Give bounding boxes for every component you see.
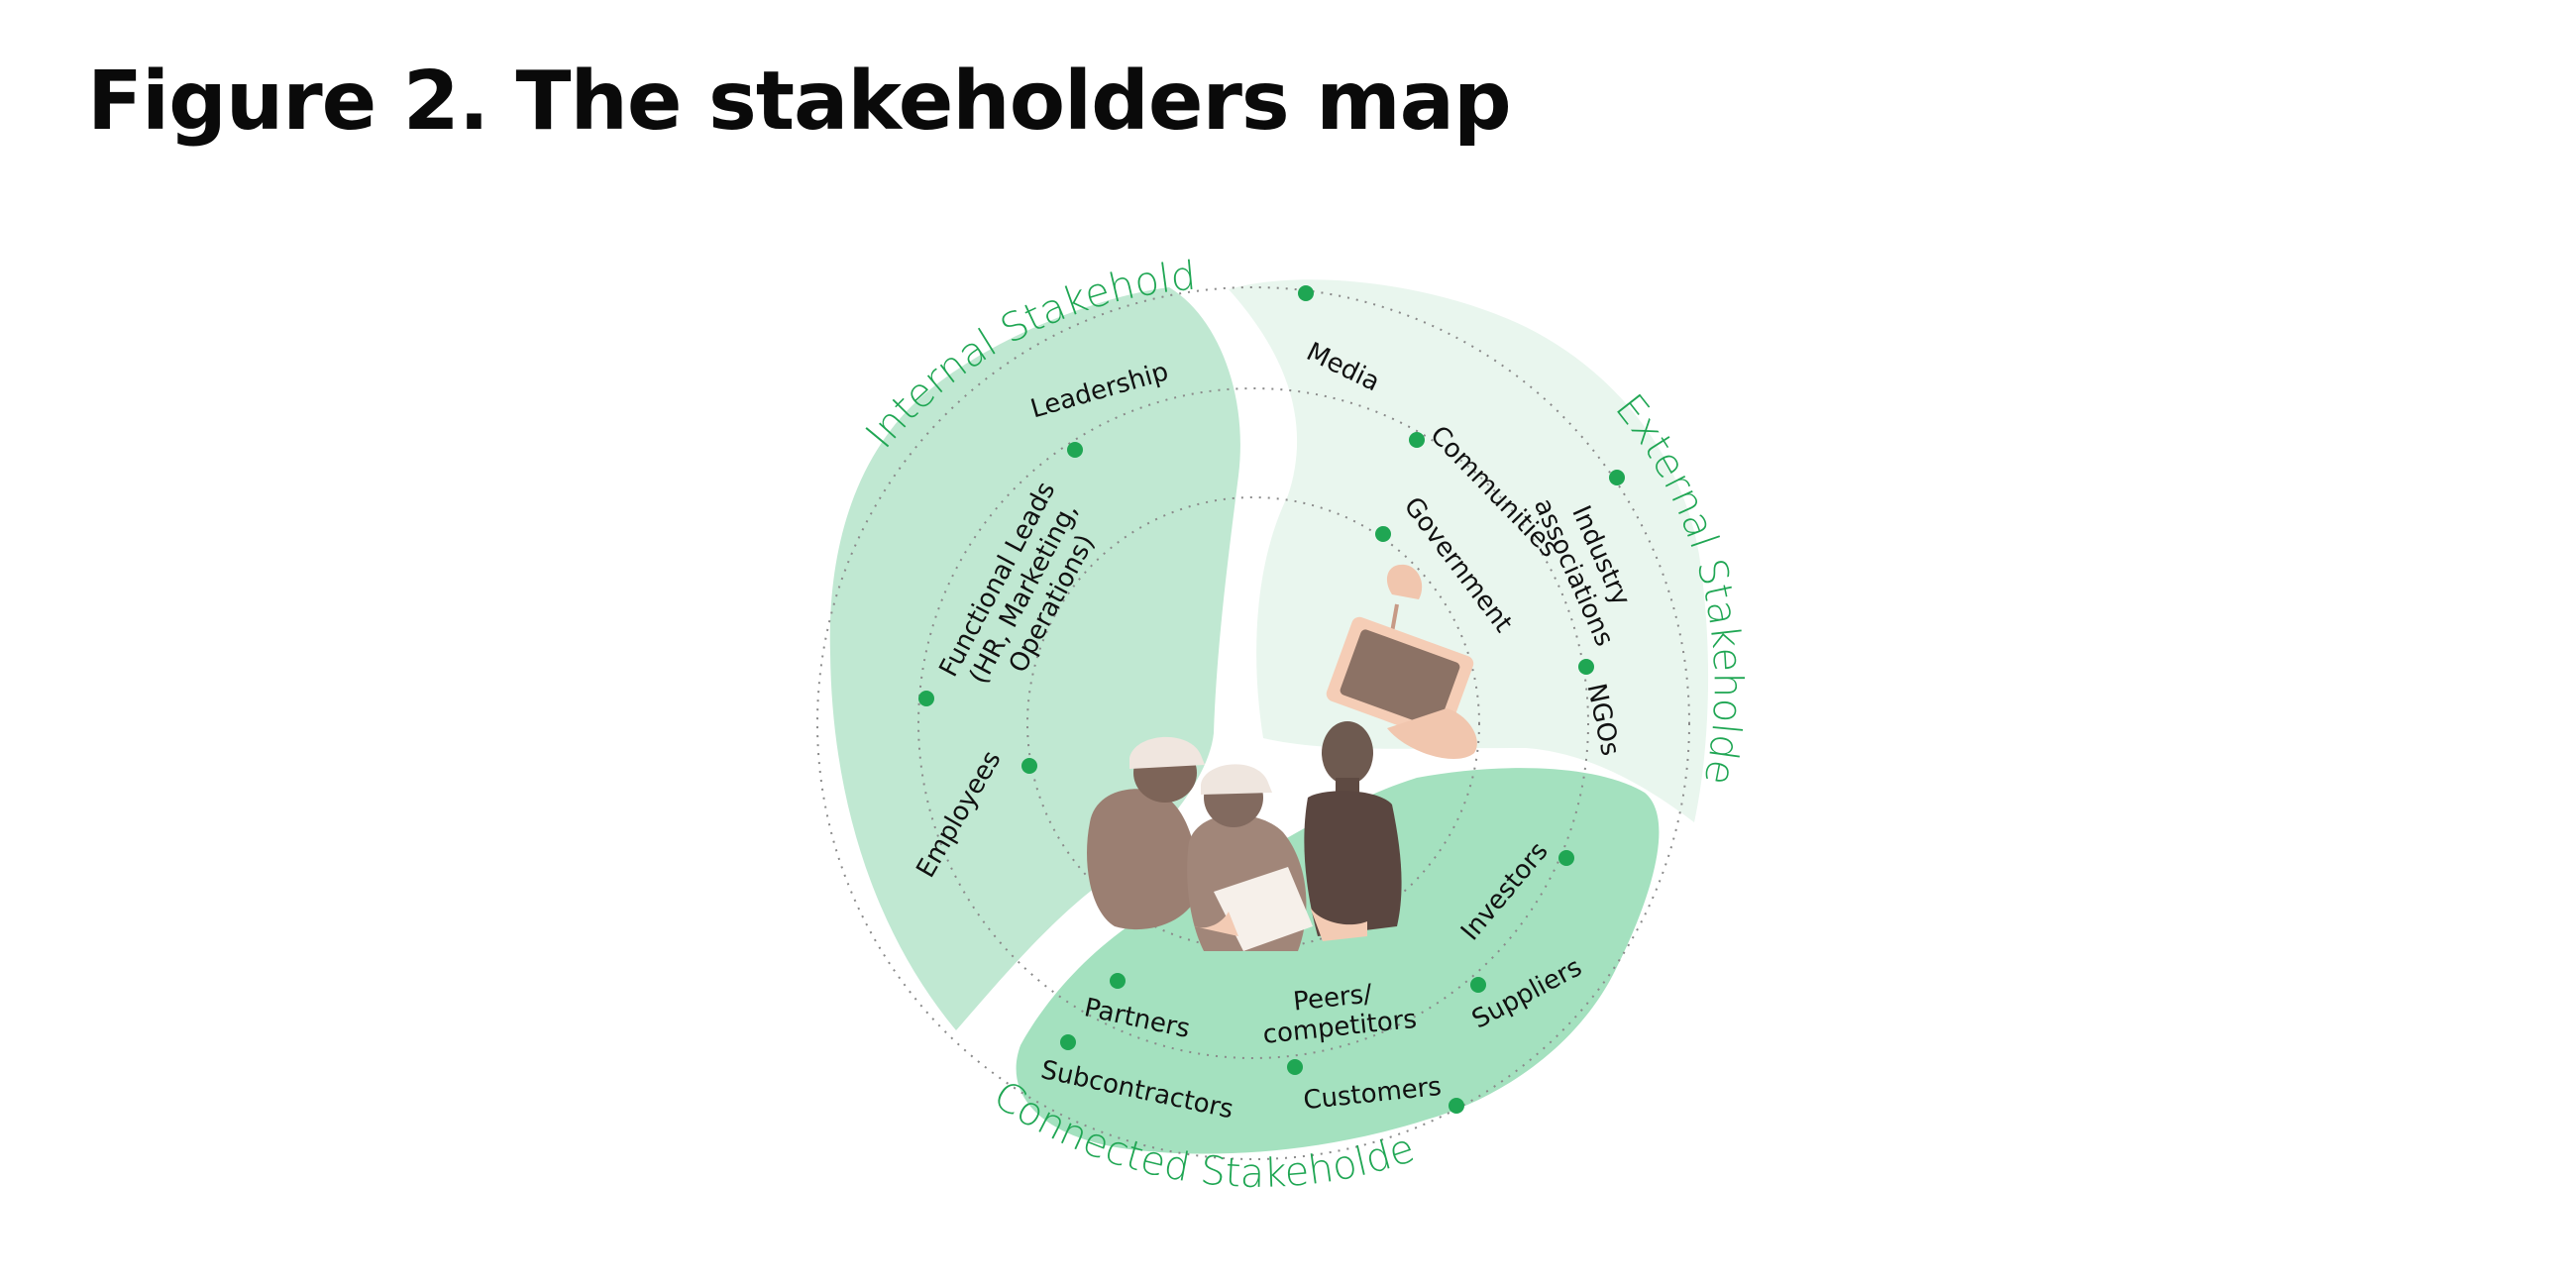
dot-partners <box>1110 973 1126 989</box>
dot-leadership <box>1067 442 1083 458</box>
dot-investors <box>1558 850 1574 866</box>
tablet-icon <box>1326 564 1477 759</box>
workers-icon <box>1087 736 1313 951</box>
person-icon-right <box>1304 721 1402 941</box>
page-title: Figure 2. The stakeholders map <box>87 54 1512 149</box>
dot-communities <box>1409 432 1425 448</box>
orbit-middle <box>917 387 1589 1059</box>
dot-employees <box>1021 758 1037 774</box>
orbit-rings <box>816 286 1690 1160</box>
dot-ngos <box>1578 659 1594 675</box>
orbit-outer <box>816 286 1690 1160</box>
people-illustration <box>1087 564 1477 951</box>
dot-outer-bottom <box>1449 1098 1464 1114</box>
dot-industry-associations <box>1609 470 1625 485</box>
dot-subcontractors <box>1060 1034 1076 1050</box>
dot-suppliers <box>1470 977 1486 993</box>
dot-functional-leads <box>918 691 934 706</box>
dot-customers <box>1287 1059 1303 1075</box>
connected-sector <box>1016 768 1660 1154</box>
stakeholder-dots <box>918 285 1625 1114</box>
orbit-inner <box>1026 496 1480 950</box>
dot-government <box>1375 526 1391 542</box>
dot-media <box>1298 285 1314 301</box>
